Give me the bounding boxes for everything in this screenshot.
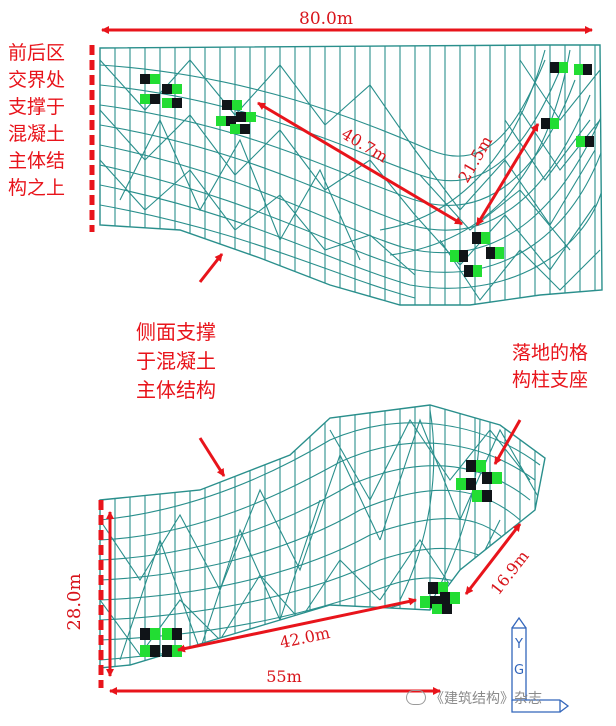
label-line: 支撑于 bbox=[8, 96, 66, 118]
watermark: 《建筑结构》杂志 bbox=[406, 688, 542, 708]
support-cluster-bottom-right bbox=[456, 460, 502, 502]
axis-label-g: G bbox=[514, 663, 524, 678]
support-cluster-top-center bbox=[450, 232, 504, 277]
label-line: 主体结 bbox=[8, 150, 66, 172]
support-cluster-top-mid bbox=[216, 100, 256, 134]
watermark-text: 《建筑结构》杂志 bbox=[430, 691, 542, 707]
wechat-icon bbox=[406, 690, 426, 705]
dimension-arrows bbox=[101, 26, 593, 695]
dim-bottom-diagonal-2: 16.9m bbox=[487, 547, 533, 599]
axis-icon bbox=[511, 616, 570, 713]
dim-bottom-width: 55m bbox=[266, 667, 302, 686]
top-truss bbox=[99, 44, 603, 306]
label-side-support: 侧面支撑 于混凝土 主体结构 bbox=[136, 318, 216, 405]
label-line: 落地的格 bbox=[512, 342, 589, 364]
label-boundary-support: 前后区 交界处 支撑于 混凝土 主体结 构之上 bbox=[8, 40, 65, 202]
label-line: 前后区 bbox=[8, 42, 66, 64]
label-line: 主体结构 bbox=[136, 378, 216, 402]
label-line: 侧面支撑 bbox=[136, 320, 216, 344]
label-column-support: 落地的格 构柱支座 bbox=[512, 340, 588, 394]
label-line: 于混凝土 bbox=[136, 349, 216, 373]
label-line: 混凝土 bbox=[8, 123, 66, 145]
dim-overall-width: 80.0m bbox=[299, 9, 353, 29]
support-cluster-top-left bbox=[140, 74, 182, 108]
label-line: 构柱支座 bbox=[512, 369, 589, 391]
dim-bottom-height: 28.0m bbox=[64, 573, 85, 630]
axis-label-y: Y bbox=[514, 637, 523, 652]
label-line: 交界处 bbox=[8, 69, 66, 91]
label-line: 构之上 bbox=[8, 177, 66, 199]
support-cluster-bottom-center bbox=[420, 582, 460, 614]
support-symbols bbox=[140, 62, 594, 657]
support-cluster-top-right bbox=[541, 62, 594, 147]
support-cluster-bottom-left bbox=[140, 628, 182, 657]
